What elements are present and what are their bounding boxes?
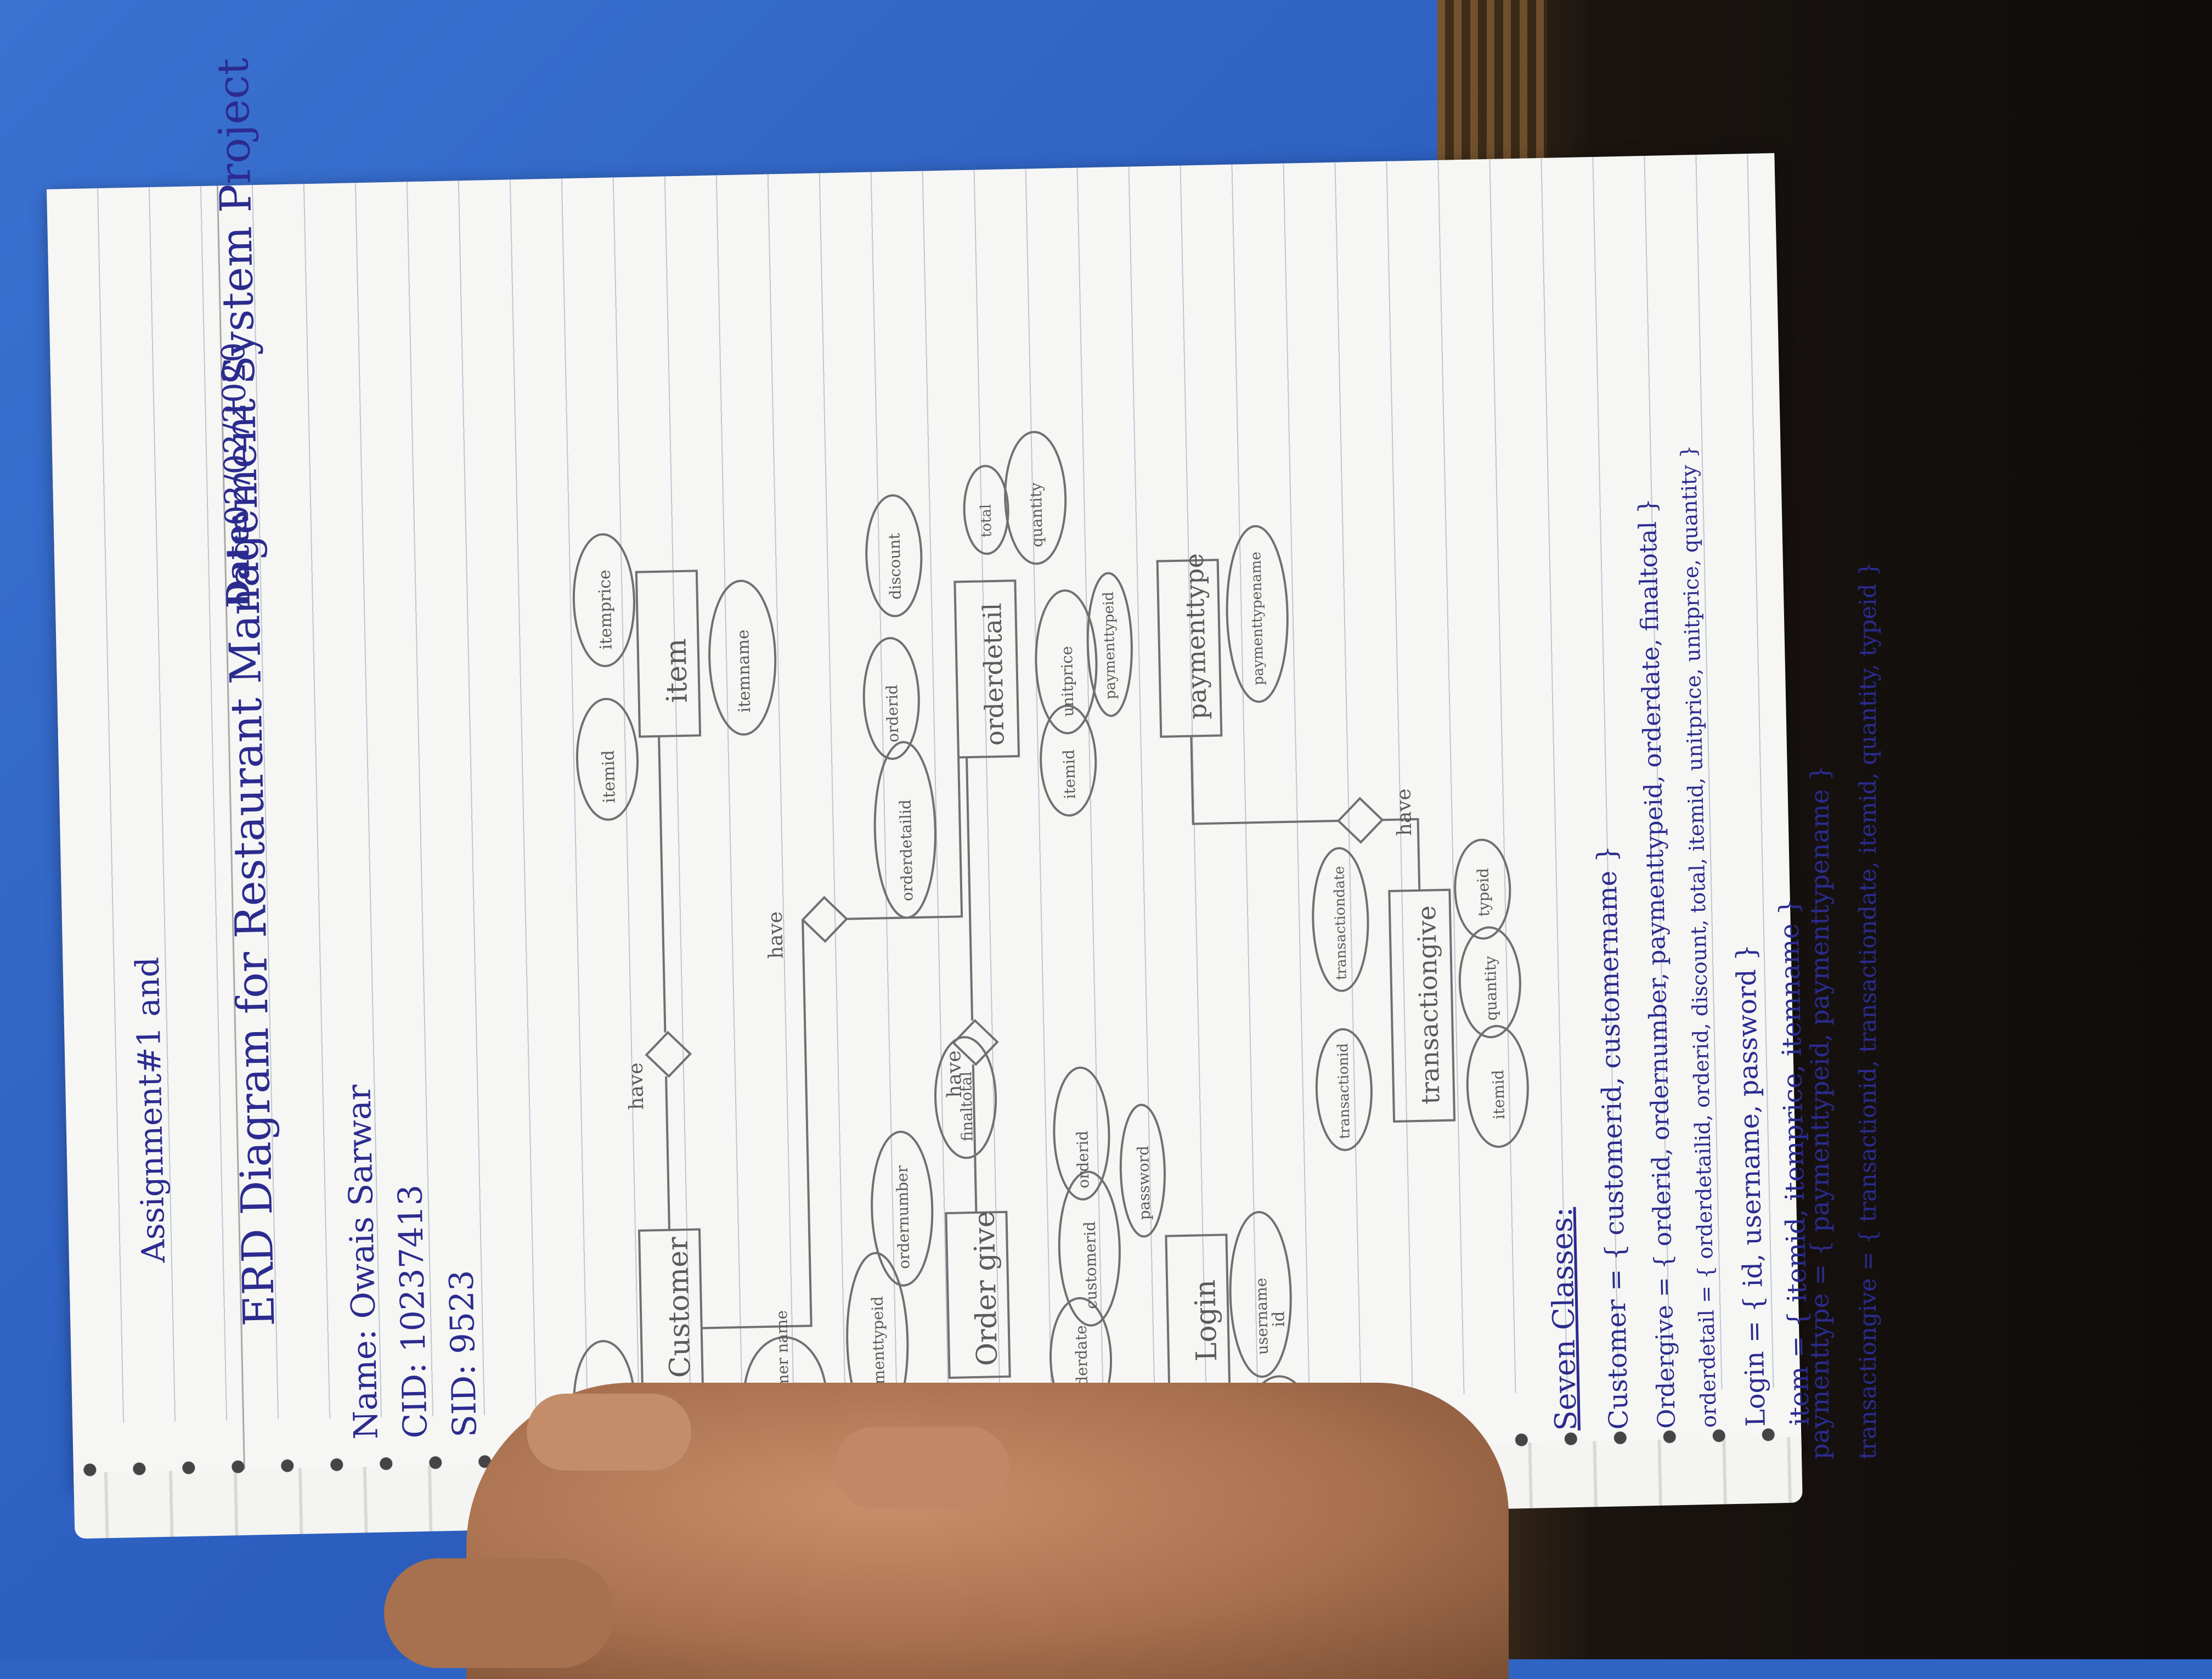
- entity-item-label: item: [659, 638, 694, 703]
- entity-login-label: Login: [1189, 1279, 1224, 1362]
- finger: [834, 1427, 1009, 1509]
- attr-transaction-id: transactionid: [1335, 1043, 1353, 1140]
- relation-have-label-1: have: [624, 1062, 648, 1111]
- attr-login-id: id: [1269, 1311, 1289, 1327]
- relation-have-label-4: have: [1392, 788, 1417, 836]
- attr-transaction-typeid: typeid: [1474, 867, 1493, 917]
- notebook-page: Assignment#1 and ERD Diagram for Restaur…: [47, 58, 1815, 1539]
- attr-ordergive-orderid: orderid: [1073, 1130, 1093, 1189]
- attr-paymenttype-name: paymenttypename: [1248, 551, 1267, 686]
- attr-orderdetail-discount: discount: [885, 533, 905, 600]
- attr-orderdetail-total: total: [978, 504, 995, 538]
- attr-ordergive-customerid: customerid: [1080, 1221, 1101, 1309]
- attr-orderdetail-itemid: itemid: [1059, 749, 1079, 799]
- relation-have-diamond-3: [952, 1019, 999, 1066]
- attr-ordergive-finaltotal: finaltotal: [957, 1071, 977, 1142]
- attr-orderdetail-orderid: orderid: [883, 684, 902, 743]
- relation-have-label-2: have: [764, 911, 788, 959]
- entity-paymenttype-label: paymenttype: [1179, 553, 1212, 720]
- attr-transaction-quantity: quantity: [1481, 955, 1501, 1021]
- entity-orderdetail-label: orderdetail: [977, 602, 1010, 746]
- class-paymenttype: paymenttype = { paymenttypeid, paymentty…: [1805, 765, 1835, 1460]
- er-diagram: [572, 431, 1529, 1466]
- entity-transactiongive-label: transactiongive: [1411, 905, 1446, 1105]
- attr-transaction-date: transactiondate: [1331, 865, 1350, 981]
- relation-have-diamond-1: [645, 1030, 692, 1078]
- finger: [384, 1558, 614, 1668]
- entity-item-box: [635, 570, 702, 738]
- attr-orderdetail-orderdetailid: orderdetailid: [896, 799, 917, 902]
- classes-heading: Seven Classes:: [1544, 1207, 1583, 1432]
- attr-orderdetail-quantity: quantity: [1026, 482, 1047, 548]
- attr-item-id: itemid: [599, 750, 619, 804]
- attr-transaction-itemid: itemid: [1489, 1069, 1509, 1120]
- attr-login-password: password: [1133, 1145, 1154, 1220]
- attr-paymenttype-id: paymenttypeid: [1100, 591, 1119, 700]
- entity-customer-label: Customer: [661, 1236, 697, 1378]
- class-transactiongive: transactiongive = { transactionid, trans…: [1854, 561, 1881, 1460]
- finger: [527, 1394, 691, 1470]
- relation-have-diamond-4: [1336, 797, 1384, 844]
- attr-item-name: itemname: [733, 629, 755, 713]
- relation-have-diamond-2: [801, 895, 848, 943]
- entity-orderdetail-box: [953, 579, 1020, 759]
- attr-ordergive-ordernumber: ordernumber: [893, 1165, 913, 1270]
- attr-item-price: itemprice: [595, 569, 616, 650]
- attr-login-username: username: [1252, 1277, 1272, 1355]
- attr-orderdetail-unitprice: unitprice: [1057, 646, 1077, 717]
- entity-ordergive-label: Order give: [968, 1210, 1005, 1367]
